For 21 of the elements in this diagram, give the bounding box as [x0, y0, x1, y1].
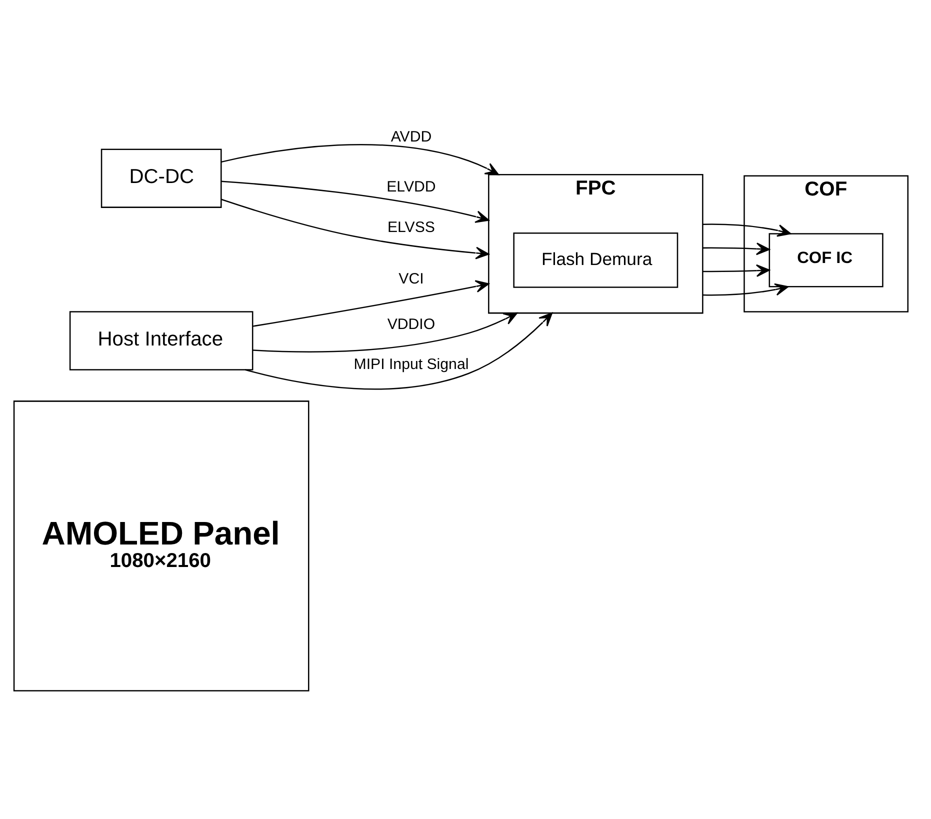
- edge-label: MIPI Input Signal: [353, 356, 468, 373]
- arrow: [702, 242, 770, 255]
- arrow: [220, 143, 499, 175]
- arrow: [252, 280, 489, 326]
- arrow: [252, 312, 518, 352]
- node-box: Flash Demura: [512, 232, 678, 288]
- arrow: [220, 180, 489, 222]
- node-box: Host Interface: [68, 310, 253, 370]
- edge-label: ELVSS: [386, 218, 435, 236]
- edge-label: AVDD: [390, 128, 432, 145]
- edge-label: ELVDD: [386, 178, 436, 196]
- arrow: [220, 198, 489, 259]
- arrow: [244, 312, 552, 390]
- node-box: DC-DC: [100, 148, 222, 208]
- node-box: AMOLED Panel 1080×2160: [12, 400, 309, 691]
- arrow: [702, 282, 788, 296]
- edge-label: VDDIO: [386, 315, 435, 332]
- arrow: [702, 264, 770, 276]
- arrow: [702, 223, 791, 236]
- node-box: COF IC: [768, 232, 883, 287]
- edge-label: VCI: [398, 270, 424, 288]
